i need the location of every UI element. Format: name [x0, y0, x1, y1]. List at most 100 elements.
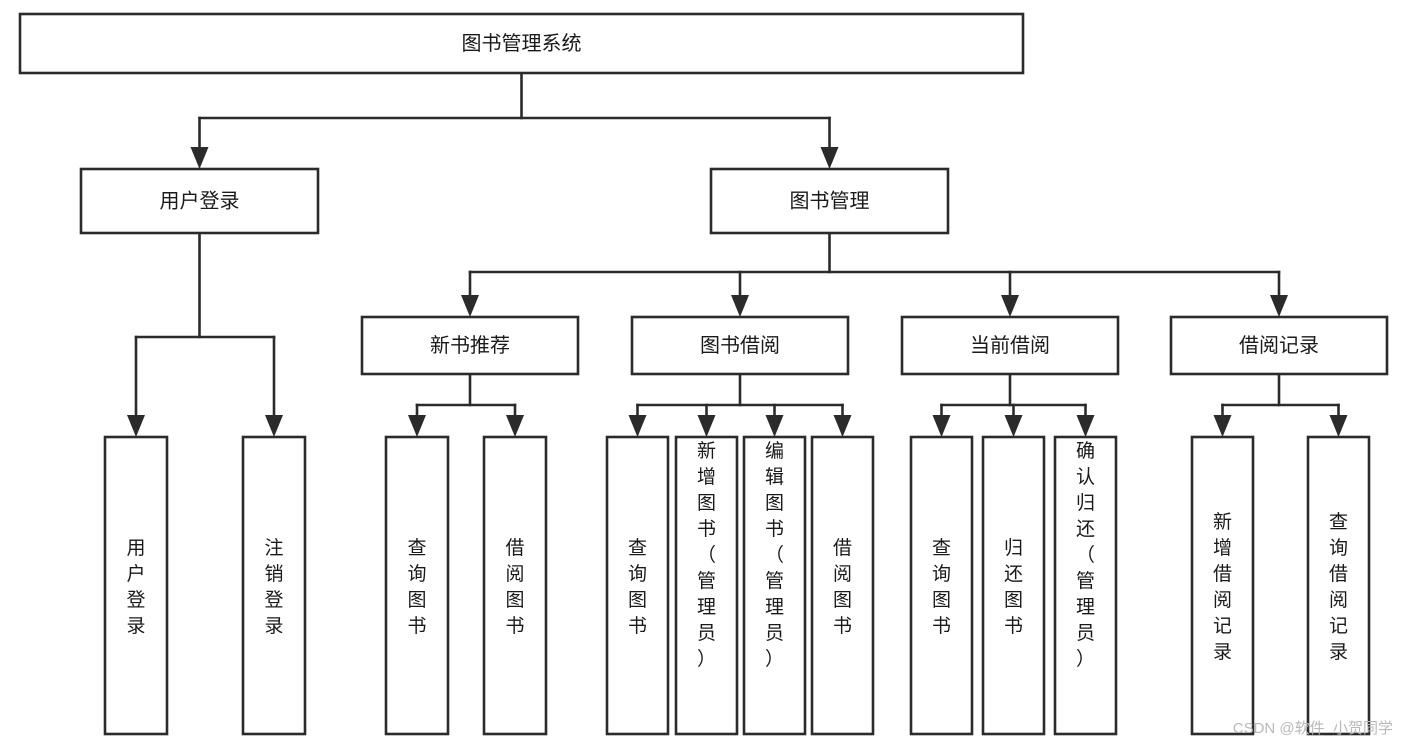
node-root[interactable]: 图书管理系统	[18, 12, 1025, 75]
node-label-current-borrow: 当前借阅	[970, 334, 1050, 357]
node-label-leaf-query-record: 录	[1329, 642, 1348, 663]
node-label-leaf-add-record: 借	[1213, 563, 1232, 585]
arrow-head-icon-book-manage	[820, 147, 839, 169]
node-label-leaf-borrow-book-rec: 阅	[505, 563, 524, 585]
node-label-leaf-confirm-return: 理	[1076, 597, 1095, 618]
node-label-leaf-return-book: 书	[1004, 615, 1023, 637]
node-label-leaf-return-book: 还	[1004, 563, 1023, 585]
node-label-leaf-edit-book: 理	[765, 597, 784, 618]
node-box-current-borrow	[900, 315, 1120, 376]
node-label-leaf-query-book-rec: 图	[407, 590, 426, 611]
node-label-root: 图书管理系统	[462, 32, 582, 55]
node-label-leaf-return-book: 归	[1004, 537, 1023, 559]
node-label-leaf-edit-book: ）	[765, 648, 784, 670]
node-label-leaf-confirm-return: 管	[1076, 570, 1095, 592]
node-box-leaf-add-book	[674, 435, 739, 736]
node-label-leaf-edit-book: 图	[765, 493, 784, 514]
node-label-user-login: 用户登录	[160, 189, 240, 212]
node-label-leaf-add-record: 录	[1213, 642, 1232, 663]
node-box-book-manage	[709, 167, 950, 235]
arrow-head-icon-leaf-confirm-return	[1076, 415, 1095, 437]
node-label-leaf-query-book-borrow: 书	[628, 615, 647, 637]
node-label-leaf-query-book-rec: 查	[407, 537, 426, 559]
node-label-leaf-confirm-return: 还	[1076, 518, 1095, 540]
arrow-head-icon-book-borrow	[731, 295, 749, 317]
node-label-leaf-query-book-cur: 图	[932, 590, 951, 611]
node-label-leaf-add-book: 图	[697, 493, 716, 514]
node-box-borrow-record	[1169, 315, 1389, 376]
node-label-borrow-record: 借阅记录	[1239, 334, 1319, 357]
arrow-head-icon-leaf-query-record	[1329, 415, 1348, 437]
node-label-leaf-borrow-book: 书	[833, 615, 852, 637]
arrow-head-icon-leaf-logout	[265, 415, 283, 437]
node-label-leaf-logout: 注	[264, 537, 283, 559]
node-label-leaf-edit-book: 管	[765, 570, 784, 592]
arrow-head-icon-borrow-record	[1270, 295, 1288, 317]
node-label-leaf-user-login: 录	[126, 616, 145, 637]
node-box-leaf-query-book-borrow	[605, 435, 670, 736]
arrow-head-icon-user-login	[190, 147, 209, 169]
node-user-login[interactable]: 用户登录	[79, 167, 320, 235]
node-label-leaf-user-login: 用	[126, 538, 145, 559]
node-label-leaf-query-record: 借	[1329, 563, 1348, 585]
node-label-leaf-add-book: 理	[697, 597, 716, 618]
node-label-leaf-edit-book: 书	[765, 518, 784, 540]
node-box-leaf-query-book-rec	[384, 435, 450, 736]
node-label-leaf-edit-book: （	[765, 544, 784, 566]
node-new-book-recommend[interactable]: 新书推荐	[360, 315, 580, 376]
node-label-leaf-query-book-rec: 询	[407, 563, 426, 585]
node-leaf-user-login[interactable]: 用户登录	[103, 435, 169, 736]
node-label-leaf-query-record: 阅	[1329, 589, 1348, 611]
arrow-head-icon-leaf-return-book	[1004, 415, 1023, 437]
node-borrow-record[interactable]: 借阅记录	[1169, 315, 1389, 376]
node-box-leaf-borrow-book	[810, 435, 875, 736]
node-label-leaf-query-record: 查	[1329, 511, 1348, 533]
node-label-book-borrow: 图书借阅	[700, 334, 780, 357]
node-label-leaf-add-book: 增	[697, 466, 716, 488]
node-label-leaf-borrow-book: 阅	[833, 563, 852, 585]
node-label-leaf-query-book-borrow: 查	[628, 537, 647, 559]
node-box-new-book-recommend	[360, 315, 580, 376]
node-current-borrow[interactable]: 当前借阅	[900, 315, 1120, 376]
node-label-leaf-user-login: 户	[126, 563, 145, 585]
arrow-head-icon-leaf-user-login	[127, 415, 145, 437]
node-label-leaf-logout: 销	[264, 563, 283, 585]
node-label-leaf-borrow-book: 图	[833, 590, 852, 611]
node-label-leaf-add-record: 记	[1213, 615, 1232, 637]
node-label-new-book-recommend: 新书推荐	[430, 334, 510, 357]
node-box-leaf-query-book-cur	[909, 435, 974, 736]
node-label-leaf-confirm-return: ）	[1076, 648, 1095, 670]
node-book-borrow[interactable]: 图书借阅	[630, 315, 850, 376]
node-box-root	[18, 12, 1025, 75]
node-label-leaf-add-record: 阅	[1213, 589, 1232, 611]
node-label-leaf-add-book: 书	[697, 518, 716, 540]
node-label-leaf-confirm-return: 认	[1076, 466, 1095, 488]
node-label-leaf-query-book-cur: 查	[932, 537, 951, 559]
node-label-leaf-add-record: 增	[1213, 537, 1232, 559]
node-label-leaf-logout: 登	[264, 589, 283, 611]
node-box-leaf-logout	[241, 435, 307, 736]
node-label-leaf-borrow-book: 借	[833, 537, 852, 559]
nodes-layer: 图书管理系统用户登录图书管理新书推荐图书借阅当前借阅借阅记录用户登录注销登录查询…	[18, 12, 1389, 736]
node-label-leaf-borrow-book-rec: 图	[505, 590, 524, 611]
arrow-head-icon-leaf-borrow-book	[833, 415, 852, 437]
node-label-leaf-edit-book: 辑	[765, 466, 784, 488]
node-book-manage[interactable]: 图书管理	[709, 167, 950, 235]
node-label-leaf-add-book: （	[697, 544, 716, 566]
node-label-leaf-confirm-return: 员	[1076, 623, 1095, 644]
edges-layer	[127, 71, 1348, 437]
